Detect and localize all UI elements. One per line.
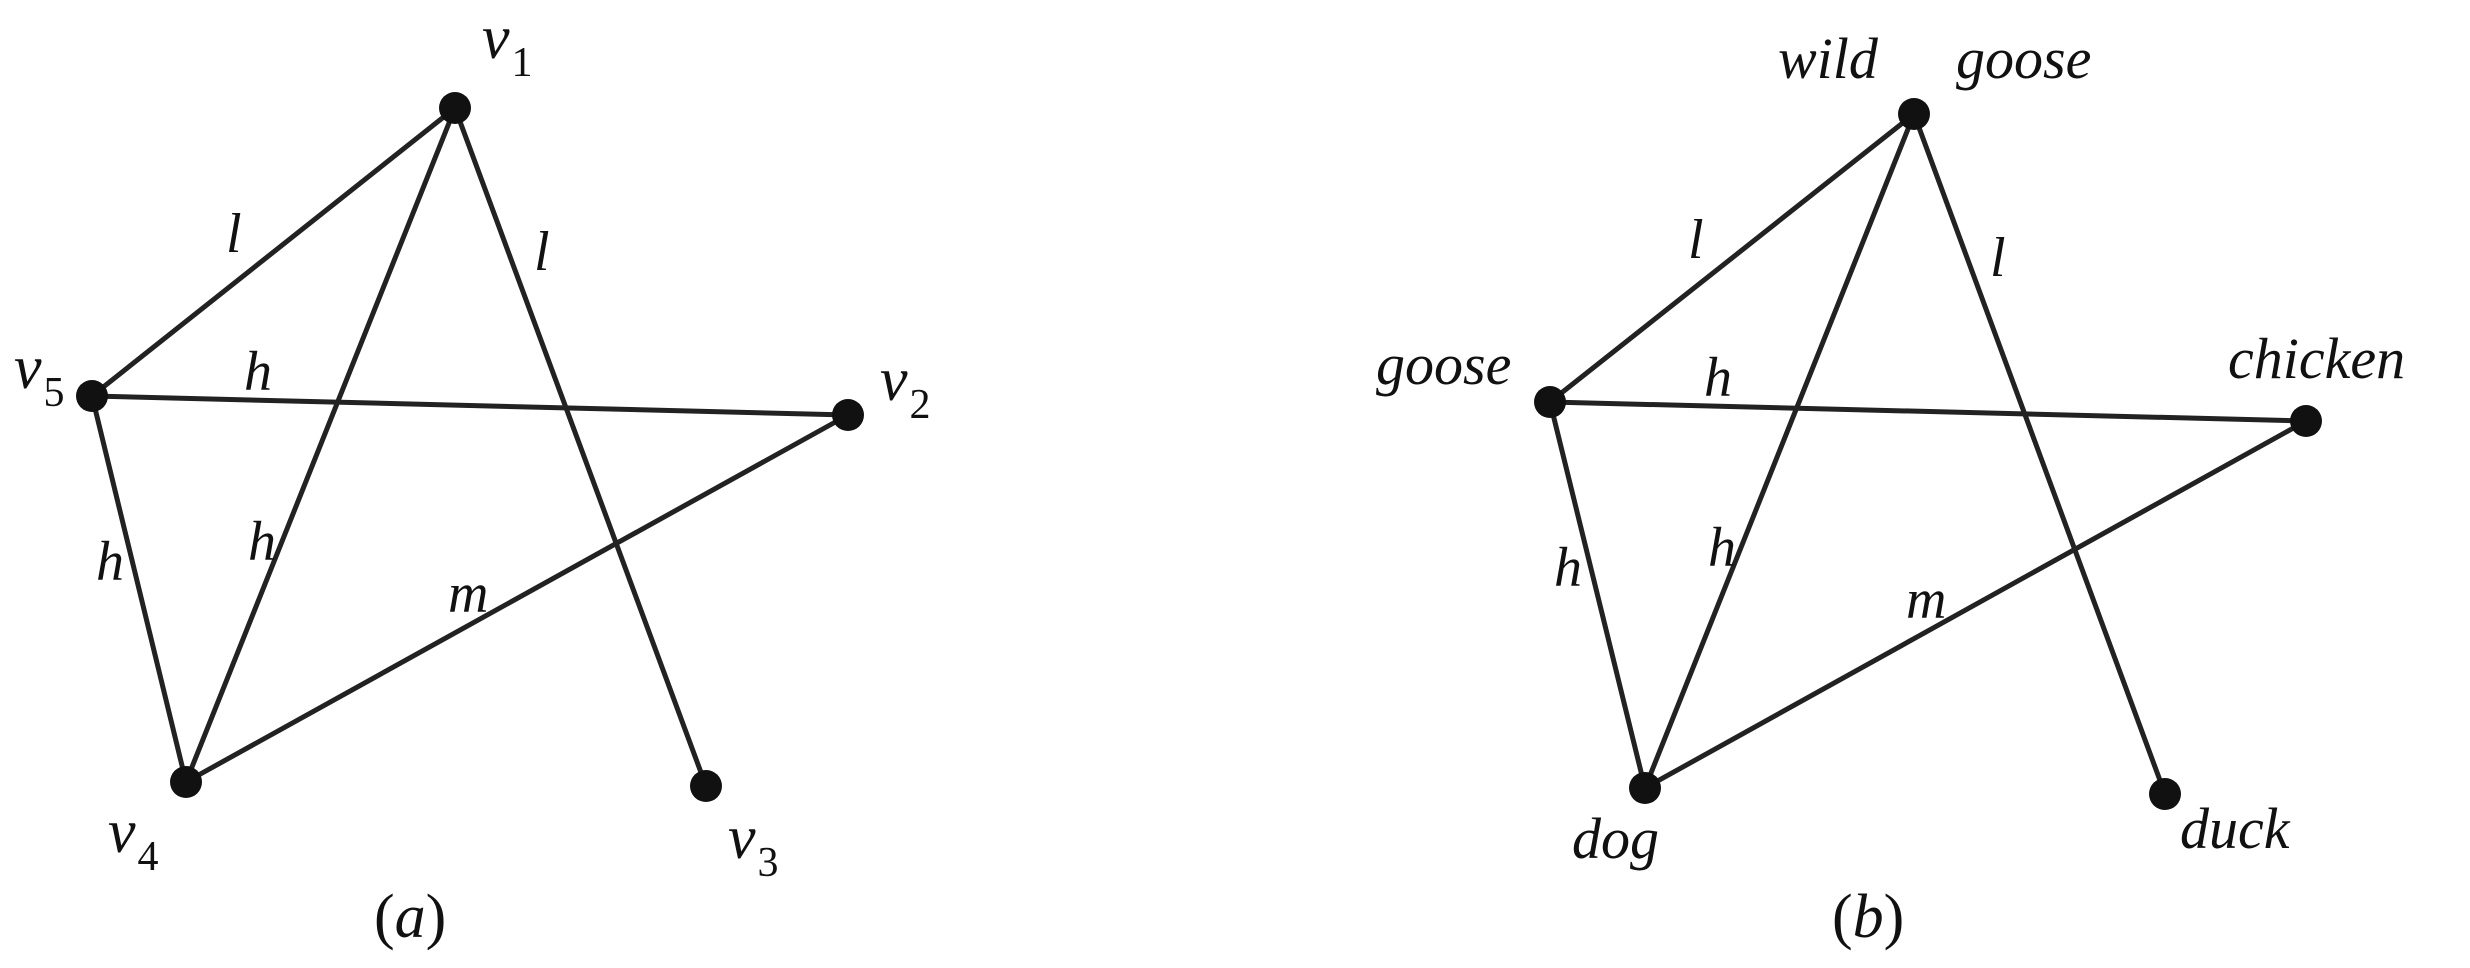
label-wild: wild <box>1778 26 1879 91</box>
caption-b: (b) <box>1832 883 1904 951</box>
edge-v1-v3 <box>452 105 709 789</box>
edge-label-v1-v5: l <box>226 203 242 265</box>
edge-wildgoose-duck <box>1911 111 2168 797</box>
node-v3 <box>690 770 722 802</box>
edge-label-v5-v4: h <box>96 531 124 593</box>
node-v4 <box>170 766 202 798</box>
label-goose-left: goose <box>1376 332 1511 397</box>
edge-label-v1-v4: h <box>248 511 276 573</box>
edge-v5-v2 <box>89 393 851 418</box>
edge-label-goose-dog: h <box>1554 537 1582 599</box>
edge-goose-chicken <box>1547 399 2309 424</box>
edge-label-dog-chicken: m <box>1906 569 1946 631</box>
node-v5 <box>76 380 108 412</box>
edge-label-goose-chicken: h <box>1704 347 1732 409</box>
label-v3: v3 <box>728 804 779 886</box>
edge-v1-v5 <box>89 105 458 399</box>
edge-label-wildgoose-duck: l <box>1990 227 2006 289</box>
graph-a: v1 v2 v3 v4 v5 l l h h h m (a) <box>14 4 931 951</box>
label-v1: v1 <box>482 4 533 86</box>
label-v4: v4 <box>108 798 159 880</box>
node-v2 <box>832 399 864 431</box>
edge-v5-v4 <box>89 393 189 785</box>
edge-label-wildgoose-goose: l <box>1688 209 1704 271</box>
graph-b: wild goose chicken duck dog goose l l h … <box>1376 26 2405 951</box>
edge-label-v5-v2: h <box>244 341 272 403</box>
edge-label-v1-v3: l <box>534 221 550 283</box>
edge-wildgoose-goose <box>1547 111 1917 405</box>
edge-label-v4-v2: m <box>448 563 488 625</box>
node-wild-goose <box>1898 98 1930 130</box>
node-goose <box>1534 386 1566 418</box>
label-v5: v5 <box>14 334 65 416</box>
node-v1 <box>439 92 471 124</box>
edge-wildgoose-dog <box>1642 111 1917 791</box>
edge-dog-chicken <box>1642 418 2309 791</box>
label-dog: dog <box>1572 806 1659 871</box>
edge-v4-v2 <box>183 412 851 785</box>
node-chicken <box>2290 405 2322 437</box>
edge-v1-v4 <box>183 105 458 785</box>
label-chicken: chicken <box>2228 326 2405 391</box>
edge-label-wildgoose-dog: h <box>1708 517 1736 579</box>
label-v2: v2 <box>880 346 931 428</box>
node-duck <box>2149 778 2181 810</box>
node-dog <box>1629 772 1661 804</box>
edge-goose-dog <box>1547 399 1648 791</box>
label-duck: duck <box>2180 796 2291 861</box>
caption-a: (a) <box>374 883 446 951</box>
label-goose-top: goose <box>1956 26 2091 91</box>
